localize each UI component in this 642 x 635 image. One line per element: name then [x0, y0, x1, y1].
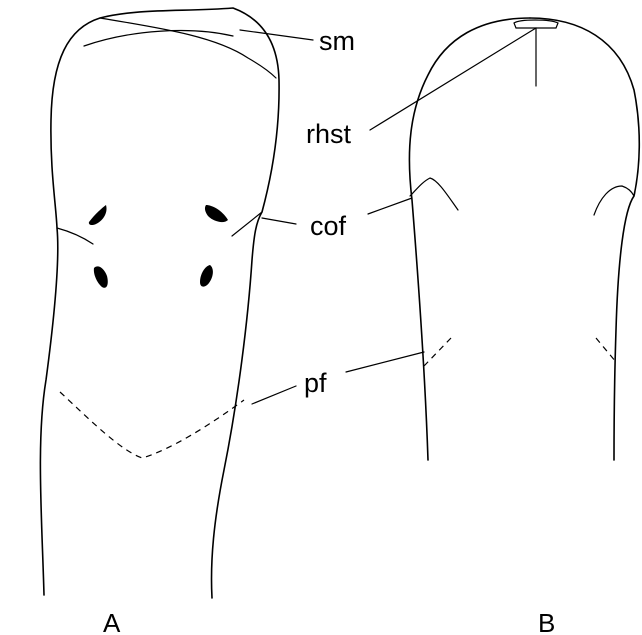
leader-sm [240, 30, 313, 40]
spot-upper-right [205, 205, 228, 222]
leader-cof-a [262, 218, 296, 224]
panel-b-outline-left [409, 18, 530, 460]
leader-pf-a [252, 386, 296, 404]
label-pf: pf [304, 368, 327, 398]
suture-line-left [84, 31, 233, 46]
spot-upper-left [89, 205, 107, 225]
leader-cof [368, 198, 412, 214]
posterior-fold-dashed [60, 392, 244, 458]
spot-lower-right [200, 265, 213, 287]
panel-label-b: B [538, 608, 555, 635]
panel-a-drawing [40, 8, 279, 598]
leader-rhst [370, 28, 536, 130]
panel-label-a: A [103, 608, 121, 635]
leader-pf-b [346, 352, 424, 372]
panel-b-outline-right [530, 18, 639, 460]
collar-fold-left [57, 228, 93, 244]
pf-dashed-right [596, 338, 616, 362]
collar-flange-left [410, 178, 458, 210]
label-rhst: rhst [306, 119, 352, 149]
label-cof: cof [310, 211, 347, 241]
rhst-top-plate [514, 20, 558, 28]
label-sm: sm [319, 26, 355, 56]
leader-lines [240, 28, 536, 404]
suture-line-right [100, 18, 276, 78]
panel-a-outline [40, 8, 279, 598]
pf-dashed-left [424, 338, 451, 366]
spot-lower-left [94, 266, 108, 287]
